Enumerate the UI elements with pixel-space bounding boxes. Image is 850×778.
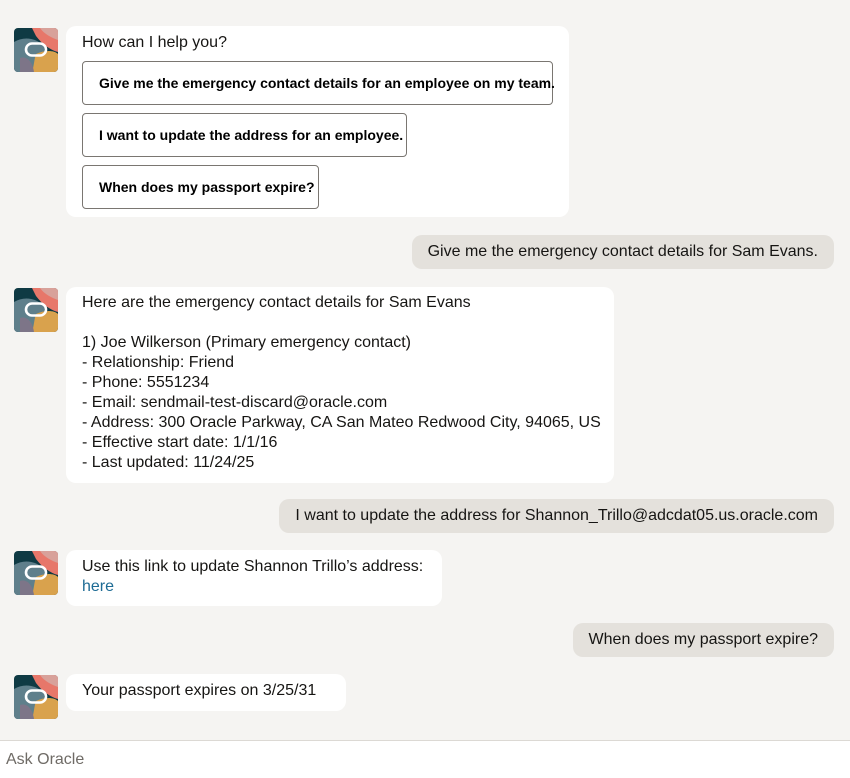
oracle-avatar-icon [14, 288, 58, 332]
suggestion-list: Give me the emergency contact details fo… [82, 61, 555, 209]
bot-message-text: Use this link to update Shannon Trillo’s… [82, 558, 424, 575]
bot-bubble: How can I help you? Give me the emergenc… [66, 26, 569, 217]
suggestion-button-update-address[interactable]: I want to update the address for an empl… [82, 113, 407, 157]
chat-transcript: How can I help you? Give me the emergenc… [0, 26, 834, 740]
contact-address: - Address: 300 Oracle Parkway, CA San Ma… [82, 414, 601, 431]
bot-message-greeting: How can I help you? Give me the emergenc… [14, 26, 569, 217]
bot-message-update-address-link: Use this link to update Shannon Trillo’s… [14, 550, 442, 606]
suggestion-button-passport-expiry[interactable]: When does my passport expire? [82, 165, 319, 209]
ask-oracle-input[interactable] [6, 751, 836, 769]
oracle-avatar-icon [14, 551, 58, 595]
composer [0, 740, 850, 778]
contact-phone: - Phone: 5551234 [82, 374, 210, 391]
bot-message-passport-expiry: Your passport expires on 3/25/31 [14, 674, 346, 719]
contact-email: - Email: sendmail-test-discard@oracle.co… [82, 394, 388, 411]
bot-message-emergency-contact: Here are the emergency contact details f… [14, 287, 614, 483]
blank-line [82, 313, 598, 333]
bot-message-text: How can I help you? [82, 34, 227, 51]
bot-bubble: Your passport expires on 3/25/31 [66, 674, 346, 711]
bot-bubble: Use this link to update Shannon Trillo’s… [66, 550, 442, 606]
user-message: I want to update the address for Shannon… [279, 499, 834, 533]
contact-relationship: - Relationship: Friend [82, 354, 235, 371]
bot-bubble: Here are the emergency contact details f… [66, 287, 614, 483]
user-message: When does my passport expire? [572, 623, 834, 657]
oracle-avatar-icon [14, 28, 58, 72]
bot-message-text: Your passport expires on 3/25/31 [82, 682, 317, 699]
contact-effective-start-date: - Effective start date: 1/1/16 [82, 434, 278, 451]
suggestion-button-emergency-contact[interactable]: Give me the emergency contact details fo… [82, 61, 555, 105]
contact-name: 1) Joe Wilkerson (Primary emergency cont… [82, 334, 411, 351]
update-address-link[interactable]: here [82, 578, 115, 595]
oracle-avatar-icon [14, 675, 58, 719]
user-message: Give me the emergency contact details fo… [411, 235, 834, 269]
details-heading: Here are the emergency contact details f… [82, 294, 471, 311]
contact-last-updated: - Last updated: 11/24/25 [82, 454, 255, 471]
